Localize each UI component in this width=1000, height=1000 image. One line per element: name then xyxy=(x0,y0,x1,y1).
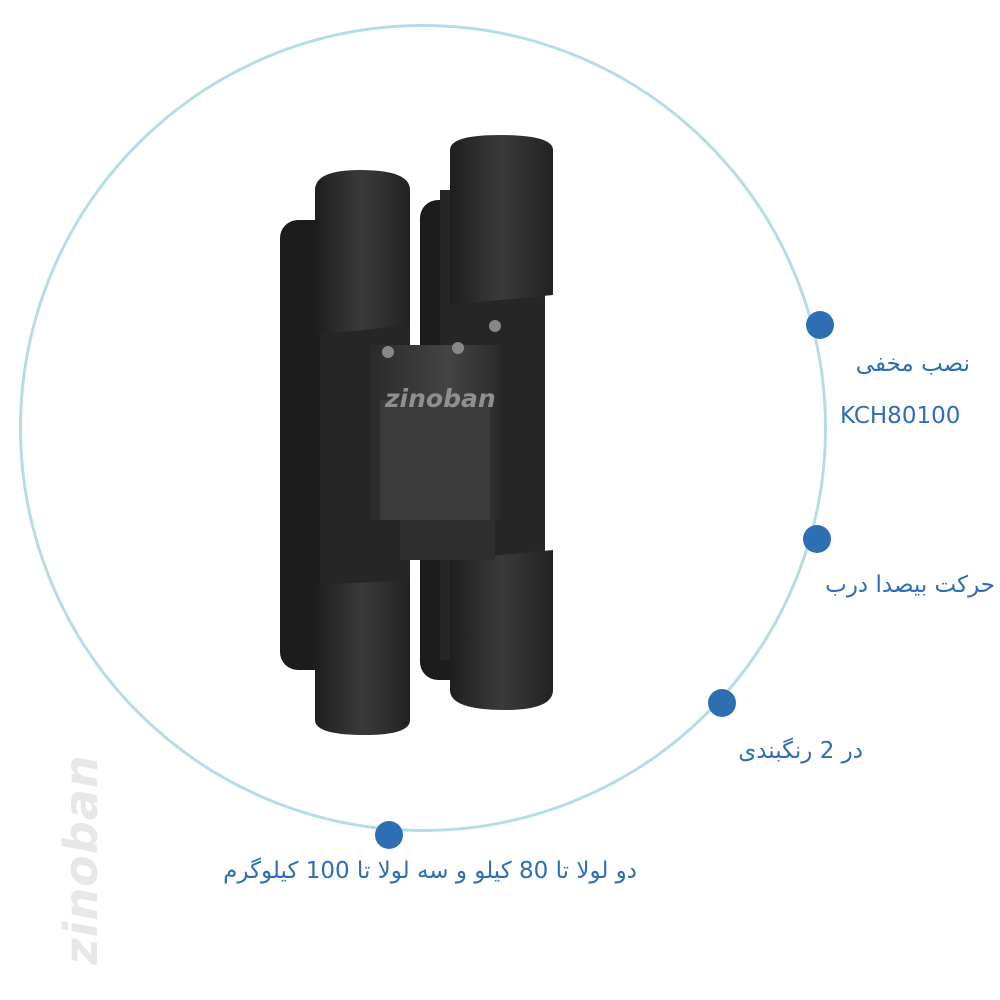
feature-bullet-4 xyxy=(375,821,403,849)
feature-label-1: نصب مخفی xyxy=(855,351,970,377)
feature-bullet-2 xyxy=(803,525,831,553)
decorative-circle xyxy=(19,24,827,832)
feature-label-2: حرکت بیصدا درب xyxy=(825,572,995,598)
model-code: KCH80100 xyxy=(840,403,961,429)
watermark-logo: zinoban xyxy=(54,754,108,965)
concealed-hinge-image xyxy=(280,135,553,735)
feature-bullet-3 xyxy=(708,689,736,717)
product-brand-text: zinoban xyxy=(385,384,496,413)
feature-label-4: دو لولا تا 80 کیلو و سه لولا تا 100 کیلو… xyxy=(223,858,637,884)
feature-bullet-1 xyxy=(806,311,834,339)
feature-label-3: در 2 رنگبندی xyxy=(738,738,863,764)
